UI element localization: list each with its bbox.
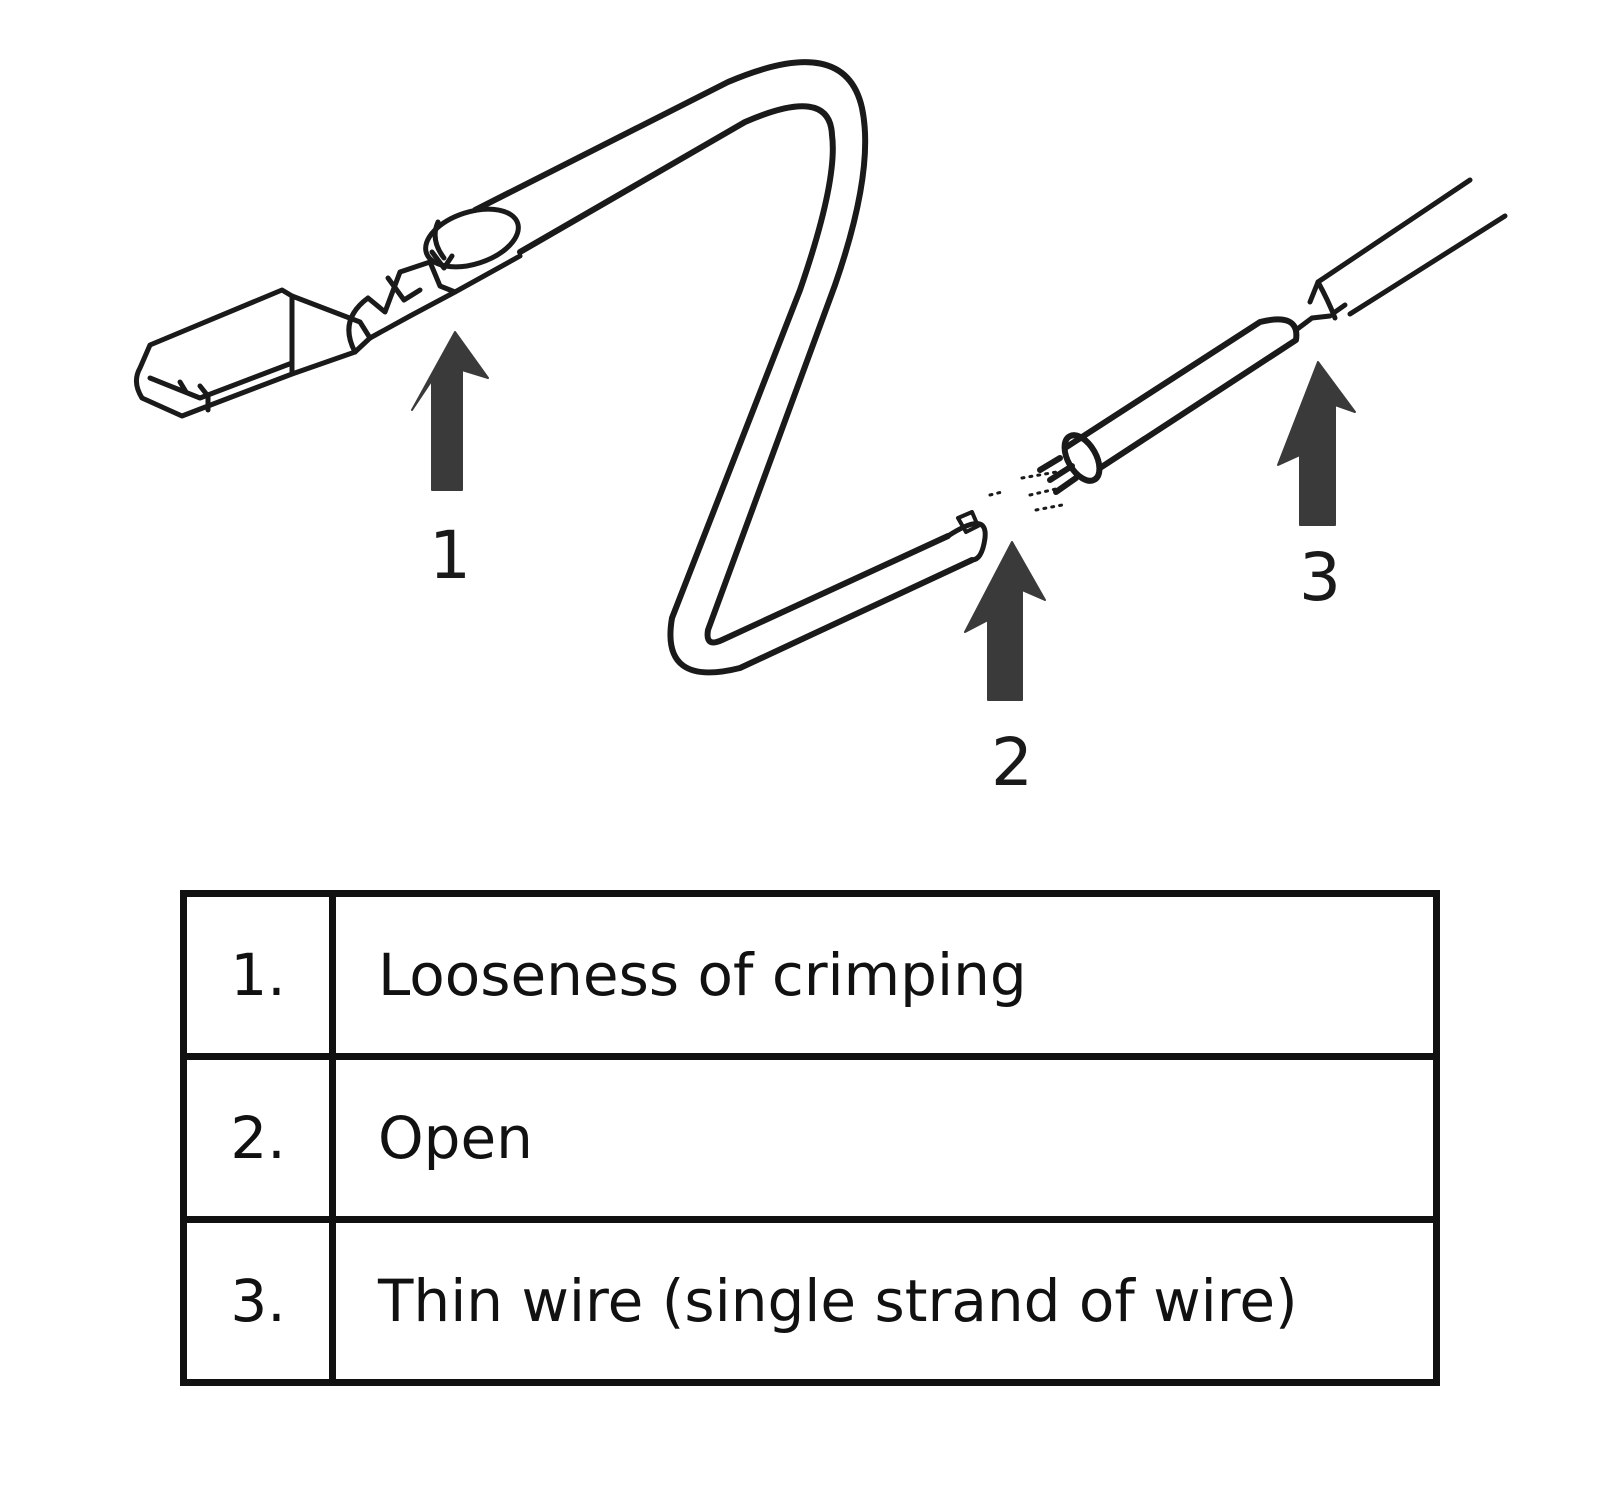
legend-number: 3. bbox=[180, 1216, 336, 1386]
wire-defect-illustration bbox=[134, 59, 1508, 701]
crimp-barrel bbox=[346, 206, 523, 355]
legend-description: Thin wire (single strand of wire) bbox=[329, 1216, 1440, 1386]
insulated-sleeve bbox=[1037, 316, 1300, 495]
legend-description: Looseness of crimping bbox=[329, 890, 1440, 1060]
callout-label-1: 1 bbox=[429, 517, 471, 594]
arrow-1 bbox=[411, 331, 489, 491]
legend-number: 2. bbox=[180, 1053, 336, 1223]
cable-body bbox=[472, 59, 988, 676]
callout-label-2: 2 bbox=[991, 724, 1033, 801]
legend-number: 1. bbox=[180, 890, 336, 1060]
thin-wire-strand bbox=[1293, 177, 1508, 333]
legend-row: 1. Looseness of crimping bbox=[180, 890, 1440, 1060]
arrow-3 bbox=[1277, 361, 1356, 526]
defect-legend-table: 1. Looseness of crimping 2. Open 3. Thin… bbox=[180, 890, 1440, 1386]
legend-row: 2. Open bbox=[180, 1053, 1440, 1223]
callout-label-3: 3 bbox=[1299, 539, 1341, 616]
legend-row: 3. Thin wire (single strand of wire) bbox=[180, 1216, 1440, 1386]
arrow-2 bbox=[964, 541, 1046, 701]
legend-description: Open bbox=[329, 1053, 1440, 1223]
terminal-connector bbox=[134, 287, 373, 419]
